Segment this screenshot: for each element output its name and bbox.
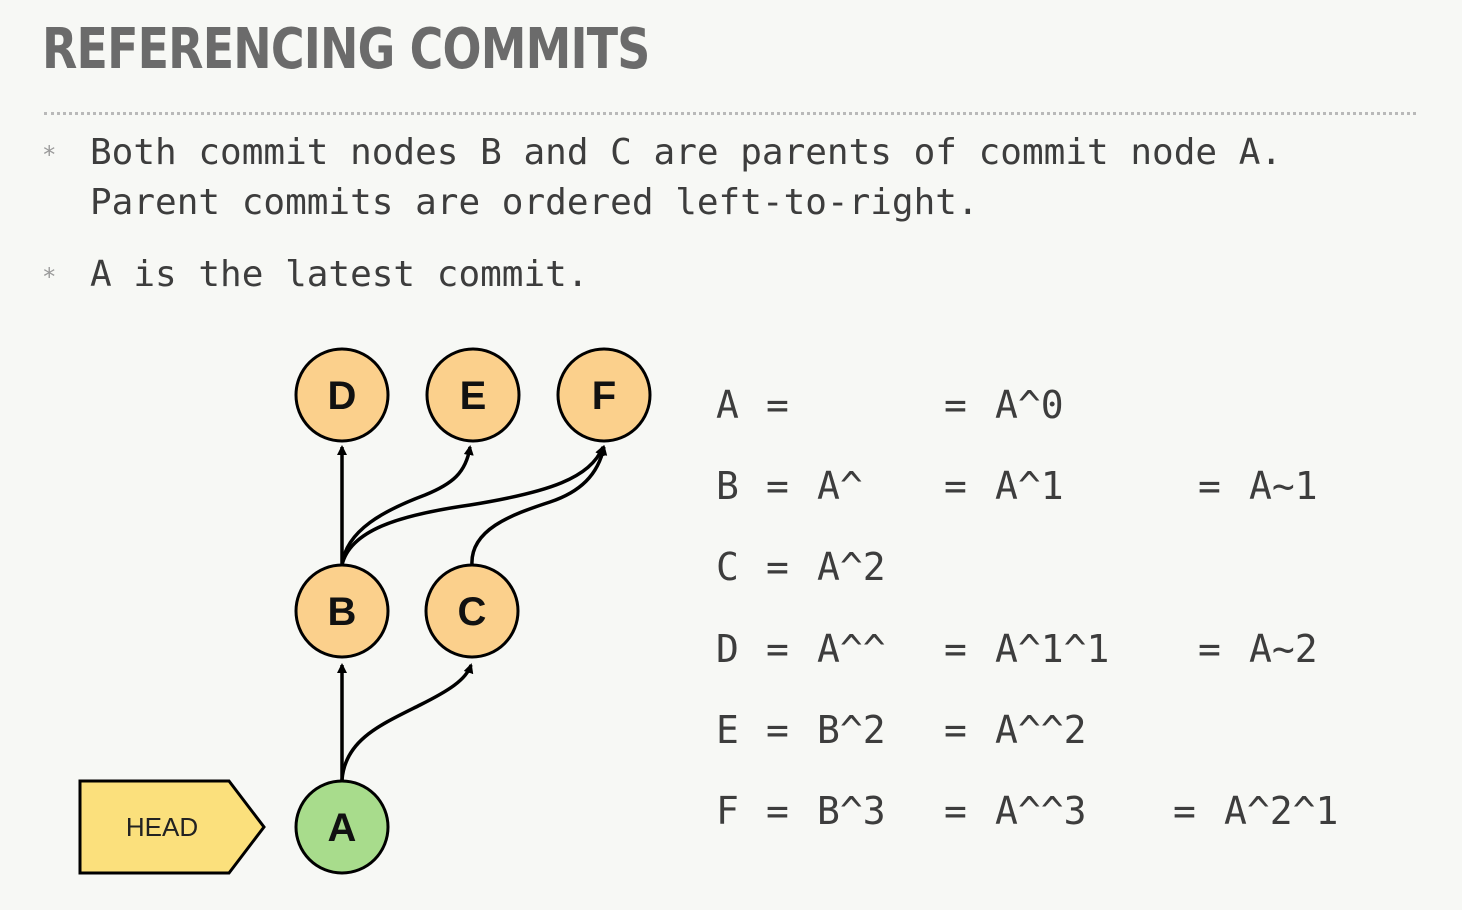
edge-c-to-f: [470, 445, 608, 566]
ref-expr: A^^: [817, 627, 886, 671]
commit-circle: [294, 563, 390, 659]
commit-label: A: [328, 806, 357, 850]
bullet-item: * Both commit nodes B and C are parents …: [40, 128, 1282, 228]
title-divider: [44, 112, 1416, 115]
ref-equals: =: [944, 383, 967, 427]
edge-b-to-f: [340, 445, 605, 566]
bullet-list: * Both commit nodes B and C are parents …: [40, 128, 1282, 322]
bullet-text: Both commit nodes B and C are parents of…: [90, 132, 1283, 173]
graph-edges: [337, 445, 608, 781]
commit-node-c: C: [424, 563, 520, 659]
ref-equals: =: [766, 464, 789, 508]
reference-row: D = A^^ = A^1^1 = A~2: [716, 627, 1318, 671]
reference-row: A = = A^0: [716, 383, 1064, 427]
ref-equals: =: [944, 708, 967, 752]
ref-expr: A^1^1: [995, 627, 1109, 671]
commit-node-a: A: [294, 779, 390, 875]
commit-circle: [425, 347, 521, 443]
ref-lhs: E: [716, 708, 739, 752]
edge-b-to-e: [340, 445, 474, 566]
ref-expr: A^2: [817, 545, 886, 589]
commit-node-e: E: [425, 347, 521, 443]
ref-equals: =: [1198, 627, 1221, 671]
commit-circle: [424, 563, 520, 659]
ref-equals: =: [1173, 789, 1196, 833]
ref-equals: =: [766, 789, 789, 833]
ref-lhs: F: [716, 789, 739, 833]
bullet-marker: *: [42, 141, 57, 169]
ref-expr: A^2^1: [1224, 789, 1338, 833]
ref-equals: =: [766, 545, 789, 589]
reference-row: E = B^2 = A^^2: [716, 708, 1087, 752]
commit-circle: [556, 347, 652, 443]
ref-lhs: A: [716, 383, 739, 427]
ref-expr: A^0: [995, 383, 1064, 427]
commit-circle: [294, 347, 390, 443]
ref-expr: A^: [817, 464, 863, 508]
edge-a-to-c: [340, 663, 474, 781]
ref-equals: =: [766, 383, 789, 427]
ref-lhs: B: [716, 464, 739, 508]
commit-node-d: D: [294, 347, 390, 443]
ref-expr: A^1: [995, 464, 1064, 508]
ref-equals: =: [766, 708, 789, 752]
ref-expr: A^^2: [995, 708, 1087, 752]
commit-node-b: B: [294, 563, 390, 659]
ref-expr: A^^3: [995, 789, 1087, 833]
head-label: HEAD: [126, 812, 198, 842]
head-pointer-shape: [78, 779, 266, 875]
commit-label: B: [328, 590, 357, 634]
ref-expr: A~1: [1249, 464, 1318, 508]
bullet-marker: *: [42, 263, 57, 291]
commit-label: D: [328, 374, 357, 418]
ref-expr: A~2: [1249, 627, 1318, 671]
reference-row: C = A^2: [716, 545, 886, 589]
ref-expr: B^2: [817, 708, 886, 752]
commit-label: C: [458, 590, 487, 634]
bullet-text: Parent commits are ordered left-to-right…: [90, 182, 979, 223]
bullet-item: * A is the latest commit.: [40, 250, 1282, 300]
commit-node-f: F: [556, 347, 652, 443]
slide-title: REFERENCING COMMITS: [42, 17, 650, 82]
ref-equals: =: [944, 464, 967, 508]
commit-circle: [294, 779, 390, 875]
ref-expr: B^3: [817, 789, 886, 833]
head-pointer: HEAD: [78, 779, 266, 875]
ref-lhs: D: [716, 627, 739, 671]
reference-table: A = = A^0 B = A^ = A^1 = A~1 C = A^2 D =…: [716, 383, 1338, 833]
ref-lhs: C: [716, 545, 739, 589]
commit-label: E: [460, 374, 487, 418]
ref-equals: =: [766, 627, 789, 671]
commit-label: F: [592, 374, 616, 418]
reference-row: B = A^ = A^1 = A~1: [716, 464, 1318, 508]
ref-equals: =: [1198, 464, 1221, 508]
reference-row: F = B^3 = A^^3 = A^2^1: [716, 789, 1338, 833]
ref-equals: =: [944, 789, 967, 833]
ref-equals: =: [944, 627, 967, 671]
bullet-text: A is the latest commit.: [90, 254, 589, 295]
